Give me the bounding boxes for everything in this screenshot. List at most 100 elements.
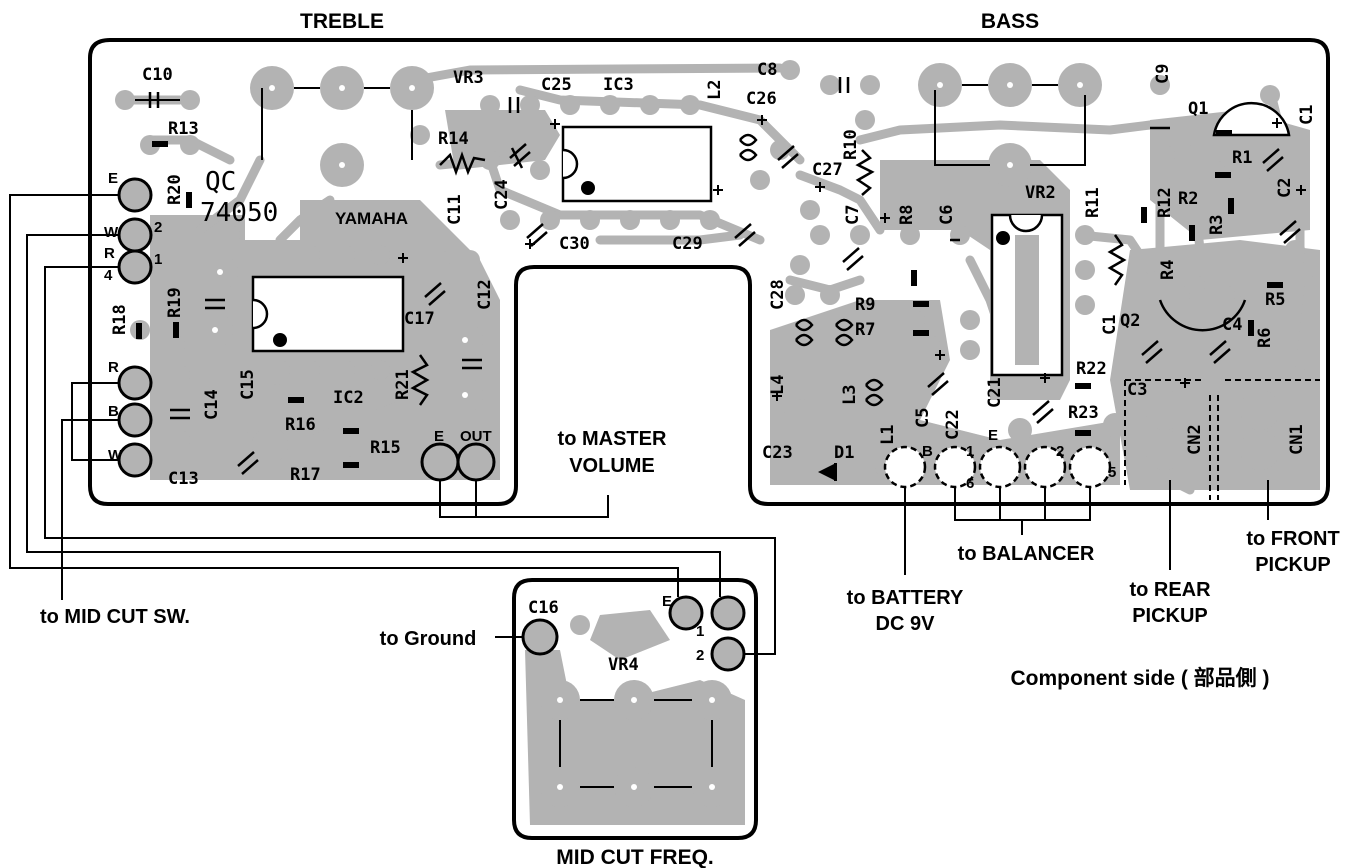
ref-c21: C21 [985,377,1005,408]
ref-c1: C1 [1297,105,1317,125]
ref-c5: C5 [913,408,933,428]
pin-1-left: 1 [154,251,162,268]
ref-c6: C6 [937,205,957,225]
balancer-label: to BALANCER [958,543,1095,565]
pin-1-balancer: 1 [966,443,974,460]
qc-mark: QC [205,167,236,197]
ref-c12: C12 [475,279,495,310]
ref-r17: R17 [290,465,321,485]
pin-5-balancer: 5 [1108,464,1116,481]
ref-c30: C30 [559,234,590,254]
ref-r4: R4 [1158,260,1178,280]
pad-holes [212,82,1083,398]
component-symbols [148,77,1301,636]
polarity-marks [398,115,1306,401]
pin-2-balancer: 2 [1056,443,1064,460]
ref-l1: L1 [878,425,898,445]
ref-r18: R18 [110,304,130,335]
ref-l3: L3 [840,385,860,405]
ref-vr2: VR2 [1025,183,1056,203]
ref-c3: C3 [1127,380,1147,400]
battery-label-line2: DC 9V [876,613,936,635]
q2-outline [1158,299,1247,332]
ref-c14: C14 [202,389,222,420]
pin-e-midcut: E [662,593,672,610]
mid-cut-freq-label: MID CUT FREQ. [556,846,714,868]
ref-vr3: VR3 [453,68,484,88]
ref-c23: C23 [762,443,793,463]
ref-r16: R16 [285,415,316,435]
ref-c22: C22 [943,409,963,440]
ref-c27: C27 [812,160,843,180]
ref-c15: C15 [238,369,258,400]
mid-cut-pot-wiring [559,699,713,788]
ref-r11: R11 [1083,187,1103,218]
front-pickup-label-line1: to FRONT [1246,528,1339,550]
pin-w-left: W [104,224,119,241]
pin-4-left: 4 [104,267,113,284]
ref-c13: C13 [168,469,199,489]
ref-ic2: IC2 [333,388,364,408]
ref-r23: R23 [1068,403,1099,423]
vr2-body [990,213,1064,377]
ref-c16: C16 [528,598,559,618]
external-wires [9,194,1269,655]
ref-c2: C2 [1275,178,1295,198]
ref-d1: D1 [834,443,854,463]
ref-r3: R3 [1207,215,1227,235]
ref-c25: C25 [541,75,572,95]
pin-e-balancer: E [988,427,998,444]
ref-r21: R21 [393,369,413,400]
ref-c17: C17 [404,309,435,329]
ground-label: to Ground [380,628,477,650]
bass-label: BASS [981,10,1039,33]
ref-vr4: VR4 [608,655,639,675]
ref-q2: Q2 [1120,311,1140,331]
ref-r2: R2 [1178,189,1198,209]
main-board-outline [88,38,1330,506]
mid-cut-pins [521,595,746,672]
pin-e-master: E [434,428,444,445]
resistor-bars [136,130,1283,481]
pin-2-midcut: 2 [696,647,704,664]
cn-dashed-box [1124,379,1320,500]
ref-l4: L4 [768,375,788,395]
ref-r15: R15 [370,438,401,458]
ref-c28: C28 [768,279,788,310]
pin-w-lower: W [108,447,123,464]
ref-c9: C9 [1153,64,1173,84]
pin-r-left: R [104,245,115,262]
reference-designators: C10 R13 R20 R19 R18 VR3 C25 IC3 L2 C8 C2… [110,60,1317,675]
mid-cut-board-outline [512,578,758,840]
mid-cut-pad-holes [557,697,715,790]
ref-c10: C10 [142,65,173,85]
q1-outline [1212,101,1291,137]
ref-l2: L2 [705,80,725,100]
master-volume-label-line2: VOLUME [569,455,655,477]
ref-c29: C29 [672,234,703,254]
pin-6-balancer: 6 [966,475,974,492]
ref-r12: R12 [1155,187,1175,218]
ref-ic3: IC3 [603,75,634,95]
ref-c7: C7 [843,205,863,225]
ref-cn1: CN1 [1287,424,1307,455]
ref-r14: R14 [438,129,469,149]
pin-r-lower: R [108,359,119,376]
pin-e-left: E [108,170,118,187]
rear-pickup-label-line2: PICKUP [1132,605,1208,627]
pin-1-midcut: 1 [696,623,704,640]
master-volume-pins [420,442,496,482]
mid-cut-copper [525,610,745,825]
yamaha-logo-text: YAMAHA [335,209,408,228]
mid-cut-sw-label: to MID CUT SW. [40,606,190,628]
ref-r8: R8 [897,205,917,225]
ic3-body [561,125,713,203]
pin-b-lower: B [108,403,119,420]
front-pickup-label-line2: PICKUP [1255,554,1331,576]
rear-pickup-label-line1: to REAR [1129,579,1211,601]
battery-label-line1: to BATTERY [847,587,964,609]
ref-r1: R1 [1232,148,1252,168]
pot-wiring [135,84,1086,166]
ref-q1: Q1 [1188,99,1208,119]
